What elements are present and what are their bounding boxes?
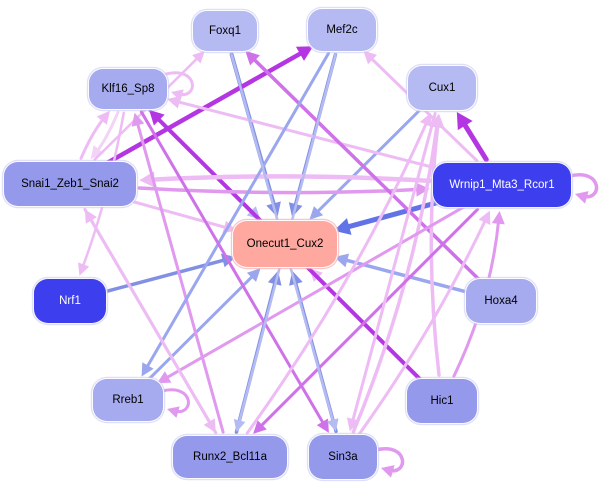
arrowhead-icon <box>246 268 261 282</box>
node-wrnip1[interactable]: Wrnip1_Mta3_Rcor1 <box>432 162 572 208</box>
node-label: Runx2_Bcl11a <box>193 450 267 463</box>
node-foxq1[interactable]: Foxq1 <box>192 10 258 52</box>
arrowhead-icon <box>149 109 165 126</box>
arrowhead-icon <box>192 50 205 64</box>
arrowhead-icon <box>326 418 339 432</box>
self-loop-klf16 <box>164 71 194 101</box>
arrowhead-icon <box>478 210 491 225</box>
edge-hoxa4-foxq1 <box>245 50 481 282</box>
edge-snai1-onecut1 <box>124 198 237 234</box>
arrowhead-icon <box>491 210 505 225</box>
arrowhead-icon <box>333 218 352 235</box>
edge-cux1-sin3a <box>346 112 437 432</box>
node-label: Cux1 <box>428 81 456 94</box>
node-label: Onecut1_Cux2 <box>246 237 324 250</box>
node-label: Nrf1 <box>59 294 81 307</box>
arrowhead-icon <box>157 371 172 384</box>
arrowhead-icon <box>346 417 360 432</box>
edge-sin3a-wrnip1 <box>358 210 491 436</box>
arrowhead-icon <box>141 362 154 377</box>
self-loop-rreb1 <box>160 388 190 418</box>
arrowhead-icon <box>419 112 432 128</box>
arrowhead-icon <box>233 419 246 433</box>
arrowhead-icon <box>456 111 473 131</box>
node-label: Wrnip1_Mta3_Rcor1 <box>449 178 555 191</box>
arrowhead-icon <box>171 89 184 101</box>
node-runx2[interactable]: Runx2_Bcl11a <box>172 435 288 479</box>
node-nrf1[interactable]: Nrf1 <box>33 278 107 324</box>
node-label: Sin3a <box>328 450 358 463</box>
self-loop-sin3a <box>374 447 405 478</box>
node-klf16[interactable]: Klf16_Sp8 <box>88 68 168 110</box>
node-label: Mef2c <box>326 23 358 36</box>
node-label: Rreb1 <box>112 393 144 406</box>
arrowhead-icon <box>316 418 329 433</box>
arrowhead-icon <box>415 182 430 197</box>
arrowhead-icon <box>131 112 145 127</box>
node-mef2c[interactable]: Mef2c <box>307 8 377 52</box>
node-label: Klf16_Sp8 <box>101 82 155 95</box>
node-label: Hic1 <box>430 394 454 407</box>
arrowhead-icon <box>96 110 110 125</box>
edge-wrnip1-cux1 <box>456 111 489 163</box>
node-hoxa4[interactable]: Hoxa4 <box>465 278 537 324</box>
edge-cux1-onecut1 <box>309 107 422 220</box>
node-sin3a[interactable]: Sin3a <box>308 434 378 480</box>
edge-runx2-klf16 <box>131 112 225 434</box>
edge-nrf1-onecut1 <box>105 253 236 293</box>
self-loop-wrnip1 <box>568 173 599 204</box>
node-cux1[interactable]: Cux1 <box>407 65 477 111</box>
node-rreb1[interactable]: Rreb1 <box>92 378 164 422</box>
edge-runx2-snai1 <box>84 209 218 435</box>
edge-hoxa4-onecut1 <box>334 253 467 294</box>
arrowhead-icon <box>78 262 90 276</box>
arrowhead-icon <box>334 253 350 268</box>
node-label: Hoxa4 <box>484 294 518 307</box>
arrowhead-icon <box>295 46 314 61</box>
arrowhead-icon <box>84 209 97 224</box>
node-snai1[interactable]: Snai1_Zeb1_Snai2 <box>3 161 137 207</box>
arrowhead-icon <box>167 406 180 418</box>
edge-wrnip1-rreb1 <box>157 205 466 384</box>
arrowhead-icon <box>245 50 260 66</box>
arrowhead-icon <box>575 191 589 204</box>
node-label: Snai1_Zeb1_Snai2 <box>21 177 119 190</box>
edge-klf16-snai1 <box>90 110 120 160</box>
node-label: Foxq1 <box>209 24 241 37</box>
arrowhead-icon <box>90 145 104 160</box>
arrowhead-icon <box>253 420 267 434</box>
edge-wrnip1-runx2 <box>253 207 480 434</box>
arrowhead-icon <box>309 206 324 220</box>
arrowhead-icon <box>363 50 378 65</box>
edge-snai1-klf16 <box>79 110 110 160</box>
arrowhead-icon <box>381 465 395 478</box>
edge-klf16-sin3a <box>139 110 329 433</box>
edge-runx2-cux1 <box>245 112 432 435</box>
node-hic1[interactable]: Hic1 <box>406 378 478 424</box>
node-onecut1[interactable]: Onecut1_Cux2 <box>232 220 338 268</box>
edge-mef2c-rreb1 <box>141 51 330 377</box>
arrowhead-icon <box>167 95 182 109</box>
edge-snai1-mef2c <box>106 46 314 165</box>
